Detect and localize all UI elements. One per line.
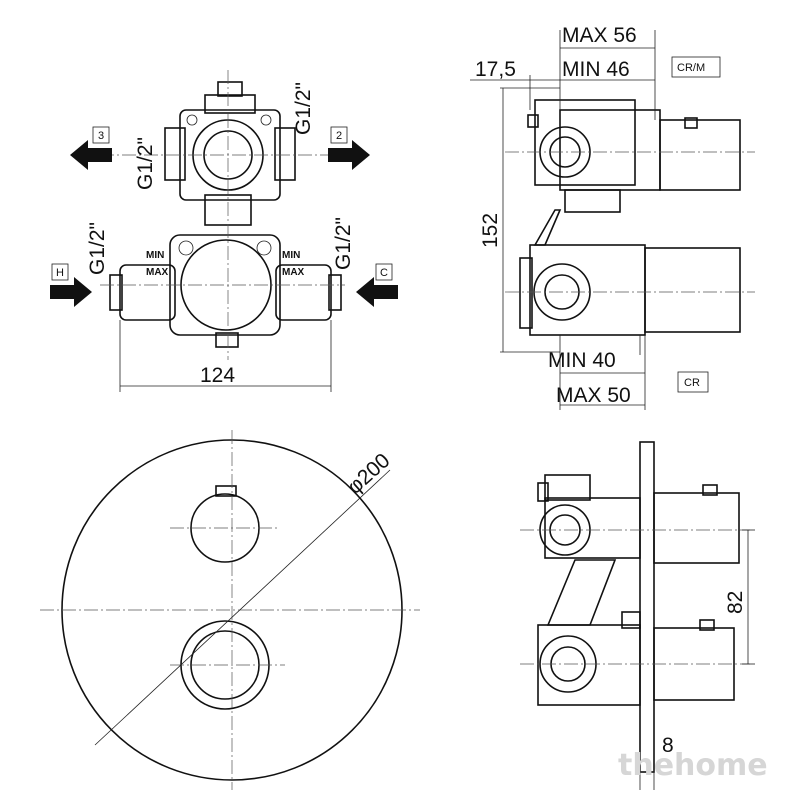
port-c-thread: G1/2" xyxy=(332,217,355,270)
installed-side-view: 82 8 xyxy=(520,441,755,790)
port-2-label: 2 xyxy=(336,130,342,142)
port-2-thread: G1/2" xyxy=(292,82,315,135)
min-label-right: MIN xyxy=(282,250,300,261)
watermark-text: thehome xyxy=(618,748,768,783)
max-depth-dimension: MAX 56 xyxy=(562,24,637,47)
variant-tag-lower: CR xyxy=(684,377,700,389)
max-depth-lower-dimension: MAX 50 xyxy=(556,384,631,407)
inlet-arrow-icon xyxy=(356,277,398,307)
min-depth-lower-dimension: MIN 40 xyxy=(548,349,616,372)
diameter-dimension: φ200 xyxy=(343,449,395,499)
port-h-label: H xyxy=(56,267,64,279)
front-view: MIN MAX MIN MAX 3 G1/2" 2 G1/2" H G1/2" … xyxy=(50,70,398,392)
port-h-thread: G1/2" xyxy=(86,222,109,275)
inlet-arrow-icon xyxy=(50,277,92,307)
spacing-dimension: 82 xyxy=(724,591,747,614)
variant-tag-upper: CR/M xyxy=(677,62,705,74)
outlet-arrow-icon xyxy=(328,140,370,170)
min-label-left: MIN xyxy=(146,250,164,261)
port-c-label: C xyxy=(380,267,388,279)
plate-thickness-dimension: 8 xyxy=(662,734,674,757)
side-view: MAX 56 MIN 46 17,5 CR/M 152 MIN 40 MAX 5… xyxy=(470,24,755,410)
width-dimension: 124 xyxy=(200,364,235,387)
outlet-arrow-icon xyxy=(70,140,112,170)
min-depth-dimension: MIN 46 xyxy=(562,58,630,81)
port-3-label: 3 xyxy=(98,130,104,142)
max-label-left: MAX xyxy=(146,267,169,278)
port-3-thread: G1/2" xyxy=(134,137,157,190)
max-label-right: MAX xyxy=(282,267,305,278)
plate-front-view: φ200 xyxy=(40,430,420,790)
height-dimension: 152 xyxy=(479,213,502,248)
offset-dimension: 17,5 xyxy=(475,58,516,81)
